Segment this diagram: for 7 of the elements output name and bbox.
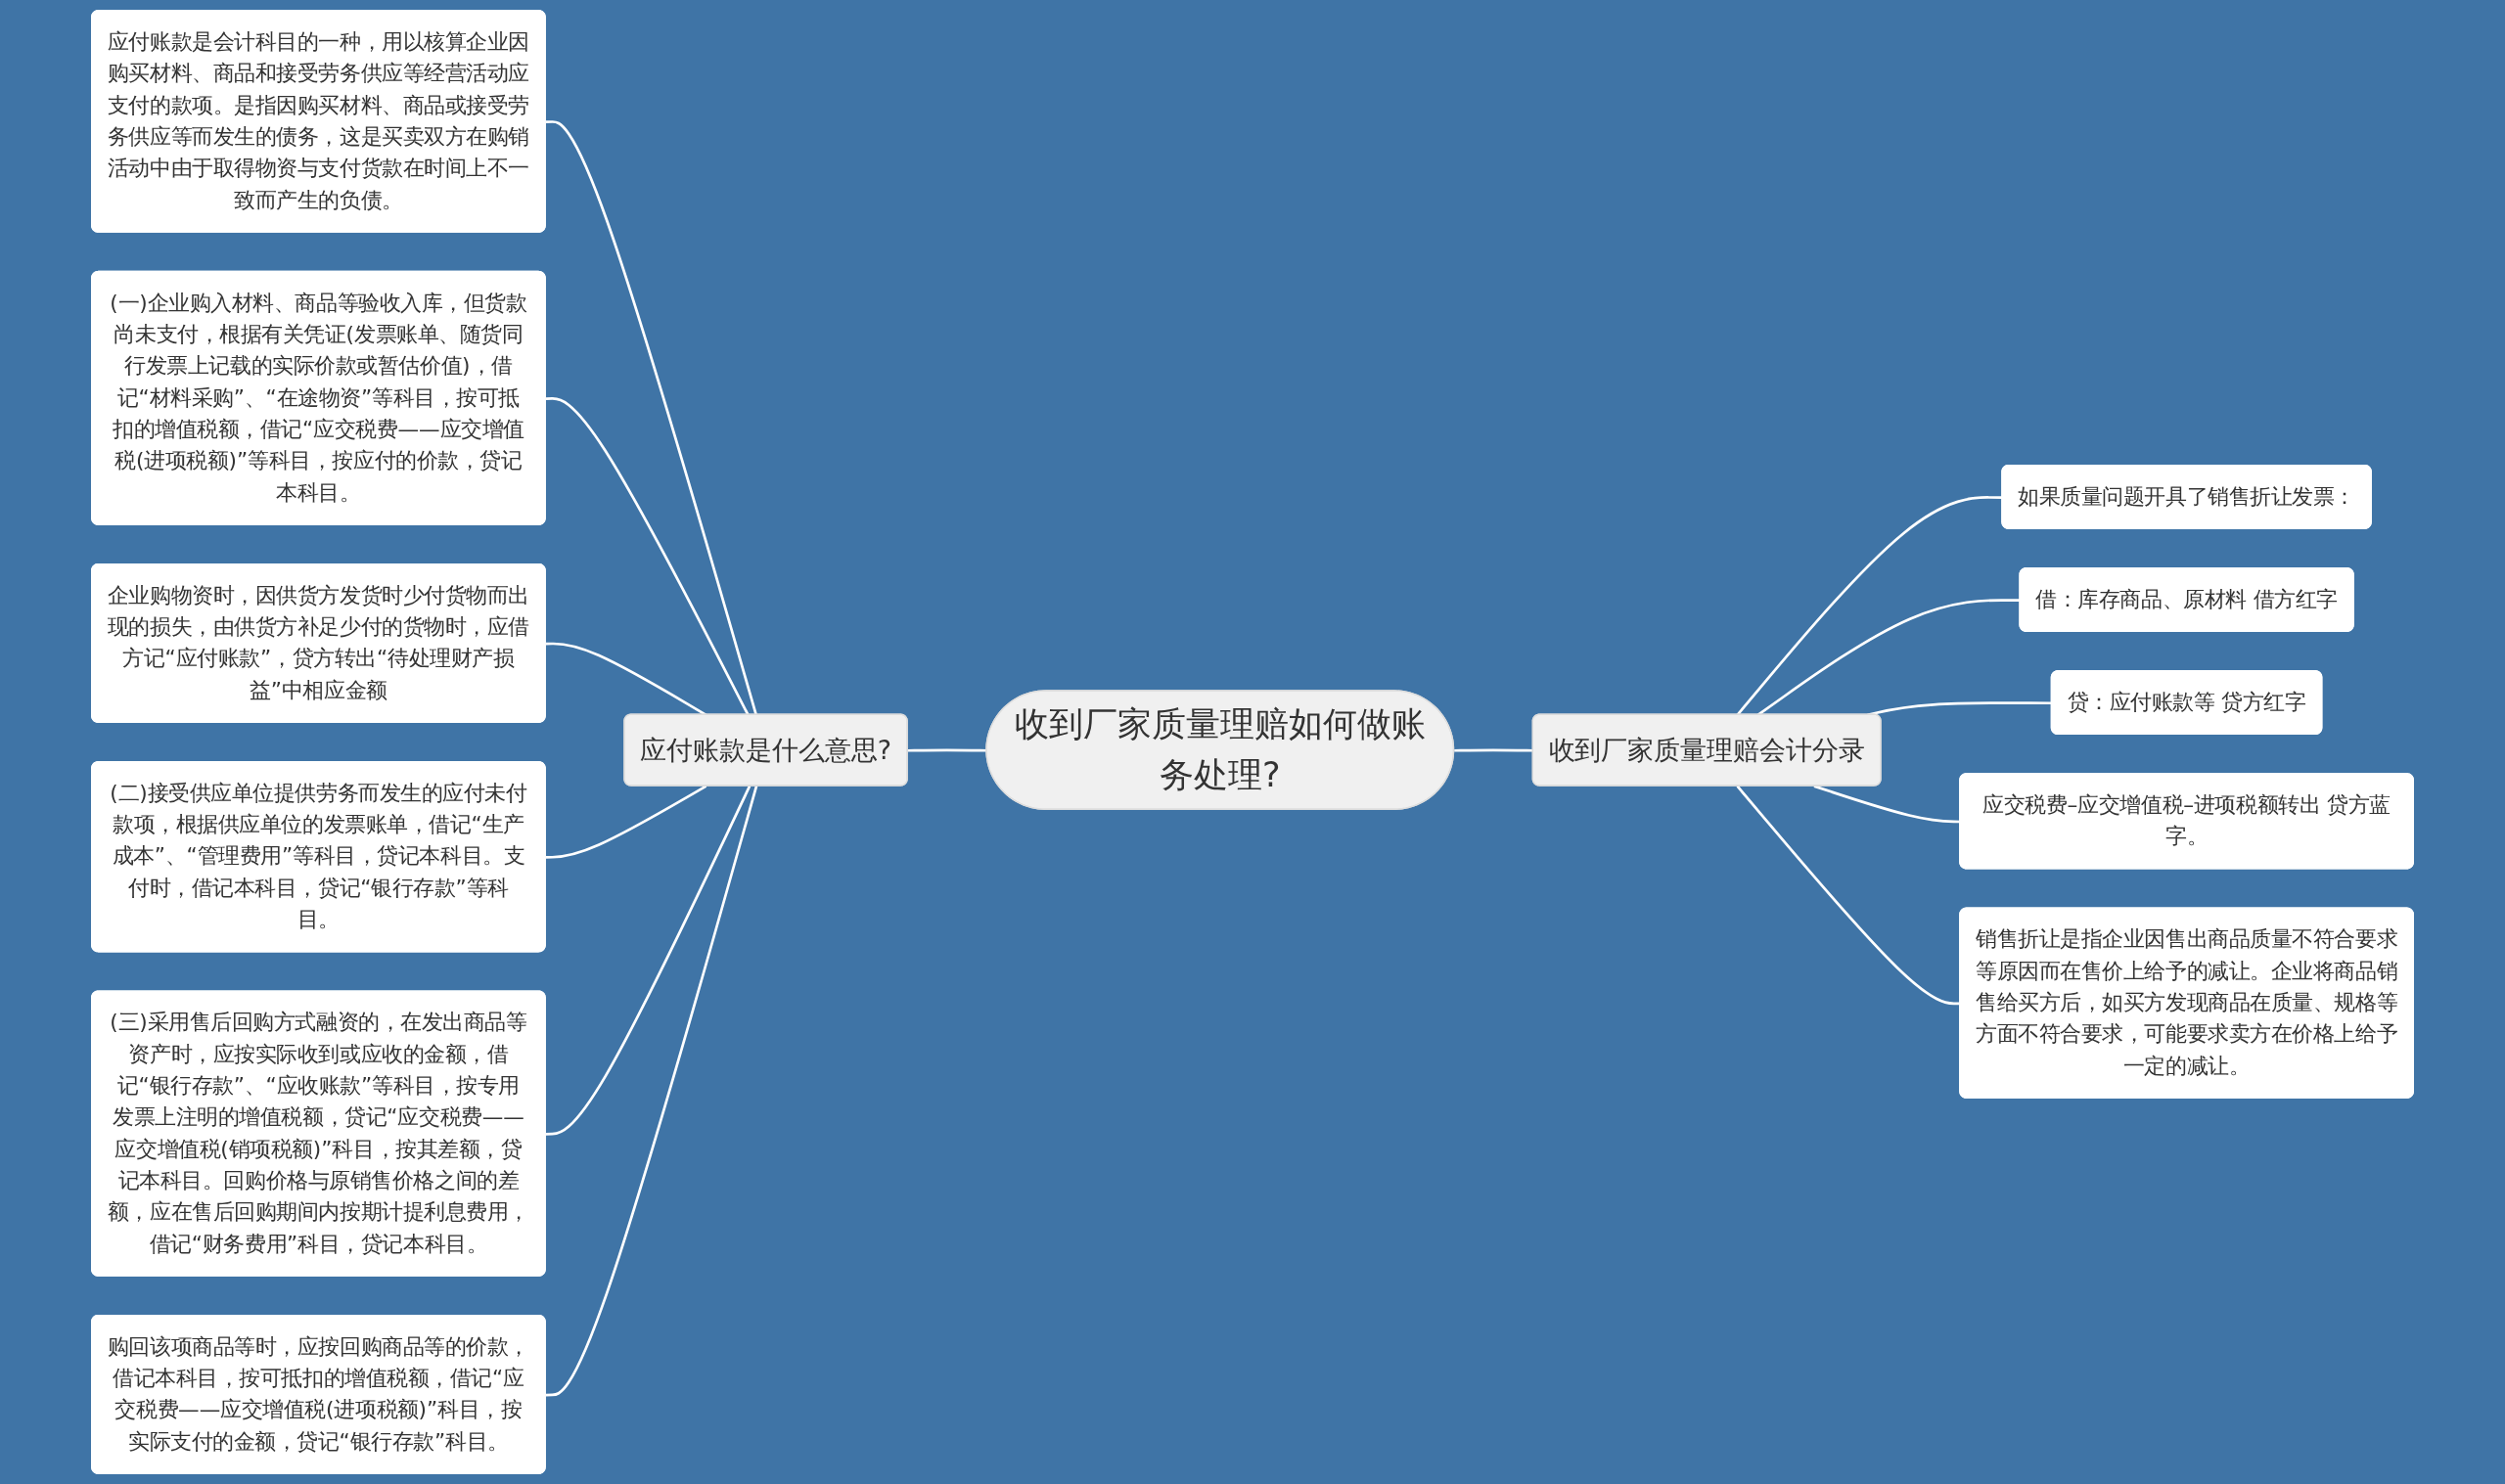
connector — [545, 786, 752, 1136]
connector — [1756, 599, 2021, 716]
connector — [545, 120, 758, 716]
connector — [545, 786, 758, 1397]
connector — [907, 748, 987, 752]
connector — [545, 785, 707, 859]
connector — [545, 397, 750, 716]
